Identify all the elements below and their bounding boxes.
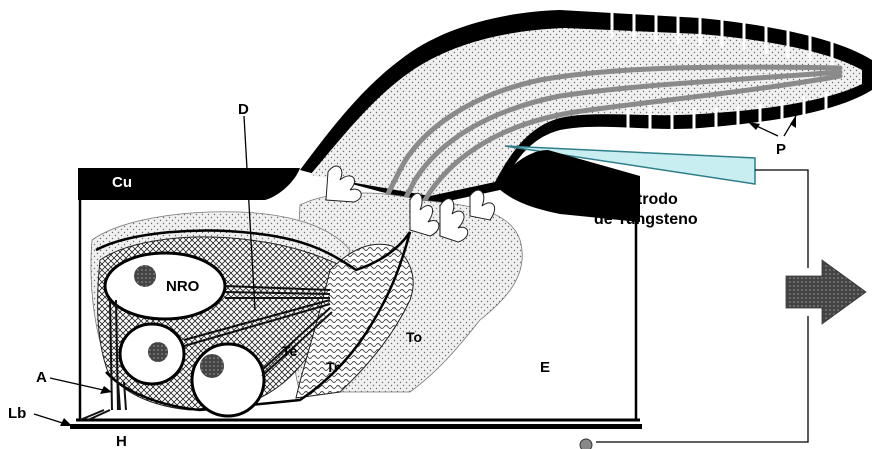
label-h: H bbox=[116, 433, 127, 449]
label-nro: NRO bbox=[166, 278, 200, 295]
cell-bottom bbox=[192, 344, 264, 416]
cell-nro bbox=[105, 253, 225, 319]
label-a: A bbox=[36, 369, 47, 386]
label-e: E bbox=[540, 359, 550, 376]
label-to: To bbox=[406, 329, 422, 345]
cell-bottom-nucleus bbox=[200, 354, 224, 378]
ground-terminal bbox=[580, 439, 592, 449]
cell-left-nucleus bbox=[148, 342, 168, 362]
label-tr: Tr bbox=[326, 359, 340, 375]
cell-nro-nucleus bbox=[134, 265, 156, 287]
label-d: D bbox=[238, 101, 249, 118]
label-te: Te bbox=[282, 343, 298, 359]
base-plate bbox=[70, 424, 642, 429]
label-p: P bbox=[776, 141, 786, 158]
output-arrow bbox=[786, 260, 866, 324]
label-electrode-line1: Electrodo bbox=[604, 191, 678, 208]
label-cu: Cu bbox=[112, 174, 132, 191]
label-electrode-line2: de Tungsteno bbox=[594, 211, 698, 228]
label-lb: Lb bbox=[8, 405, 26, 422]
